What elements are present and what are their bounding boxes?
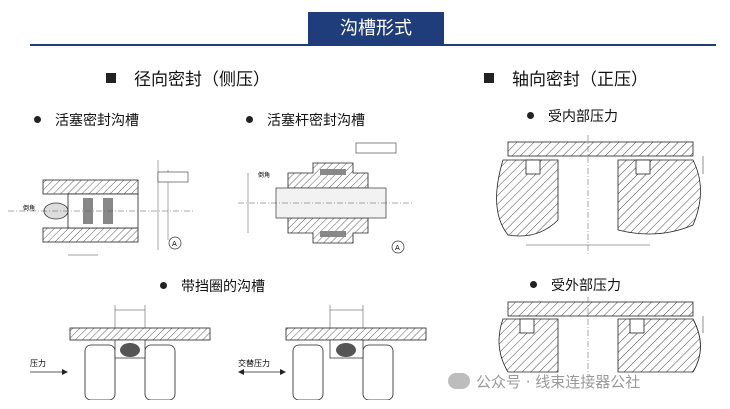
piston-groove-label: 活塞密封沟槽: [34, 110, 139, 130]
axial-seal-heading: 轴向密封（正压）: [484, 65, 648, 90]
round-bullet-icon: [530, 280, 537, 288]
external-pressure-drawing: [498, 297, 704, 377]
round-bullet-icon: [34, 115, 41, 123]
square-bullet-icon: [106, 73, 116, 83]
pressure-label: 压力: [30, 358, 46, 368]
rod-groove-drawing: A 倒角: [238, 142, 413, 254]
round-bullet-icon: [527, 111, 534, 119]
watermark: 公众号 · 线束连接器公社: [448, 371, 640, 392]
backup-ring-groove-drawing-1: 压力: [30, 305, 211, 400]
wechat-icon: [448, 372, 470, 389]
radial-seal-heading: 径向密封（侧压）: [106, 65, 270, 90]
alt-pressure-label: 交替压力: [238, 358, 270, 368]
datum-label: A: [172, 240, 177, 248]
internal-pressure-label: 受内部压力: [527, 106, 618, 126]
round-bullet-icon: [160, 281, 167, 289]
internal-pressure-drawing: [496, 135, 704, 255]
backup-ring-groove-drawing-2: 交替压力: [238, 305, 427, 400]
title-divider: [30, 44, 716, 46]
chamfer-label: 倒角: [23, 204, 35, 212]
round-bullet-icon: [246, 115, 253, 123]
chamfer-label: 倒角: [258, 171, 270, 179]
square-bullet-icon: [484, 73, 494, 83]
page-title: 沟槽形式: [308, 12, 444, 46]
piston-groove-drawing: A 倒角: [8, 160, 193, 256]
backup-ring-groove-label: 带挡圈的沟槽: [160, 276, 265, 296]
external-pressure-label: 受外部压力: [530, 275, 621, 295]
datum-label: A: [395, 244, 400, 252]
rod-groove-label: 活塞杆密封沟槽: [246, 110, 365, 130]
